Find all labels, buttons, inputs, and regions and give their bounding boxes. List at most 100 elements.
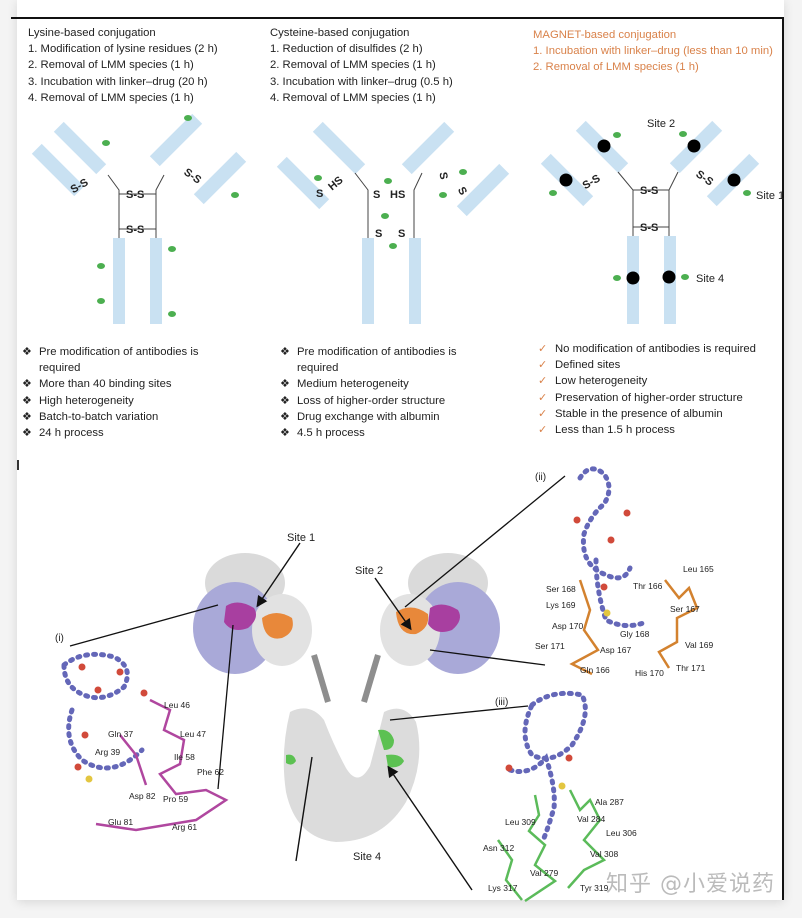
bullet-icon: ❖ — [22, 410, 32, 423]
check-icon: ✓ — [538, 407, 548, 420]
panel-border-right — [782, 17, 784, 900]
lysine-step: 2. Removal of LMM species (1 h) — [28, 59, 194, 72]
drug-icon — [381, 213, 389, 219]
cysteine-step: 2. Removal of LMM species (1 h) — [270, 59, 436, 72]
inset-label: (ii) — [535, 472, 546, 483]
disulfide-label: S-S — [126, 224, 144, 236]
check-icon: ✓ — [538, 343, 548, 355]
magnet-antibody: S-S S-S S-S S-S Site 2 Site 1 Site 4 — [540, 118, 784, 324]
residue-label: Asp 170 — [552, 621, 583, 631]
light-chain — [276, 156, 330, 210]
feature-item: Drug exchange with albumin — [297, 410, 440, 423]
residue-label: Val 169 — [685, 640, 713, 650]
residue-label: Ser 171 — [535, 641, 565, 651]
thiol-label: S — [375, 228, 382, 240]
disulfide-label: S-S — [126, 189, 144, 201]
site-label: Site 2 — [647, 118, 675, 130]
site-label: Site 4 — [696, 273, 724, 285]
residue-label: Phe 62 — [197, 767, 224, 777]
residue-label: Val 284 — [577, 814, 605, 824]
drug-icon — [549, 190, 557, 196]
residue-label: Glu 81 — [108, 817, 133, 827]
thiol-label: S — [436, 171, 449, 180]
heavy-chain-fab — [149, 113, 203, 167]
feature-item: 24 h process — [39, 427, 104, 440]
lysine-features: ❖Pre modification of antibodies is requi… — [22, 344, 199, 441]
heavy-chain-fc — [113, 238, 125, 324]
drug-icon — [97, 263, 105, 269]
site2-surface — [262, 613, 293, 639]
bullet-icon: ❖ — [280, 410, 290, 423]
residue-label: Lys 169 — [546, 600, 576, 610]
magnet-site-marker — [662, 270, 676, 284]
fc-surface — [283, 708, 420, 842]
feature-item: Loss of higher-order structure — [297, 394, 446, 407]
lysine-title: Lysine-based conjugation — [28, 27, 156, 39]
residue-label: Leu 309 — [505, 817, 536, 827]
residue-label: Asp 167 — [600, 645, 631, 655]
magnet-site-marker — [597, 139, 611, 153]
feature-item: High heterogeneity — [39, 394, 134, 407]
feature-item: required — [297, 362, 339, 375]
residue-label: Gly 168 — [620, 629, 650, 639]
site-label: Site 1 — [287, 532, 315, 544]
drug-icon — [168, 246, 176, 252]
magnet-title: MAGNET-based conjugation — [533, 29, 677, 41]
inset-label: (i) — [55, 633, 64, 644]
residue-label: Ile 58 — [174, 752, 195, 762]
drug-icon — [184, 115, 192, 121]
magnet-features: ✓ No modification of antibodies is requir… — [538, 341, 756, 438]
cysteine-features: ❖ Pre modification of antibodies is requi… — [280, 344, 457, 441]
antibody-structure: Site 1 Site 2 Site 4 (i) (ii) (iii) — [55, 472, 566, 891]
site1-surface — [224, 602, 256, 630]
feature-item: No modification of antibodies is require… — [555, 343, 756, 355]
cysteine-step: 3. Incubation with linker–drug (0.5 h) — [270, 75, 453, 88]
residue-label: Gln 37 — [108, 729, 133, 739]
residue-label: Val 308 — [590, 849, 618, 859]
heavy-chain-fab — [401, 121, 455, 175]
magnet-steps: MAGNET-based conjugation 1. Incubation w… — [533, 27, 773, 76]
residue-label: Ser 167 — [670, 604, 700, 614]
light-chain — [456, 163, 510, 217]
thiol-label: HS — [390, 189, 405, 201]
magnet-site-marker — [687, 139, 701, 153]
drug-icon — [389, 243, 397, 249]
disulfide-label: S-S — [640, 185, 658, 197]
feature-item: Pre modification of antibodies is — [297, 346, 457, 358]
residue-label: Leu 165 — [683, 564, 714, 574]
drug-icon — [102, 140, 110, 146]
residue-label: Leu 306 — [606, 828, 637, 838]
feature-item: Pre modification of antibodies is — [39, 346, 199, 358]
residue-label: Asn 312 — [483, 843, 514, 853]
heavy-chain-fc — [150, 238, 162, 324]
lysine-step: 1. Modification of lysine residues (2 h) — [28, 43, 218, 56]
disulfide-label: S-S — [581, 172, 603, 192]
inset-label: (iii) — [495, 697, 508, 708]
disulfide-label: S-S — [693, 168, 715, 188]
residue-label: Leu 47 — [180, 729, 206, 739]
magnet-step: 1. Incubation with linker–drug (less tha… — [533, 45, 773, 58]
magnet-step: 2. Removal of LMM species (1 h) — [533, 61, 699, 74]
lysine-step: 3. Incubation with linker–drug (20 h) — [28, 75, 208, 88]
panel-border-tick — [17, 460, 19, 470]
residue-label: Ser 168 — [546, 584, 576, 594]
feature-item: Defined sites — [555, 359, 621, 372]
light-chain — [193, 151, 247, 205]
site-label: Site 4 — [353, 851, 381, 863]
magnet-site-marker — [626, 271, 640, 285]
drug-icon — [439, 192, 447, 198]
drug-icon — [97, 298, 105, 304]
heavy-chain-fc — [409, 238, 421, 324]
residue-label: Leu 46 — [164, 700, 190, 710]
lysine-antibody: S-S S-S S-S S-S — [31, 113, 247, 324]
bullet-icon: ❖ — [280, 394, 290, 407]
bullet-icon: ❖ — [22, 346, 32, 358]
feature-item: Less than 1.5 h process — [555, 424, 675, 437]
drug-icon — [384, 178, 392, 184]
drug-icon — [679, 131, 687, 137]
lysine-step: 4. Removal of LMM species (1 h) — [28, 91, 194, 104]
thiol-label: S — [316, 188, 323, 200]
bullet-icon: ❖ — [22, 427, 32, 440]
residue-label: Thr 166 — [633, 581, 663, 591]
cysteine-title: Cysteine-based conjugation — [270, 27, 410, 39]
